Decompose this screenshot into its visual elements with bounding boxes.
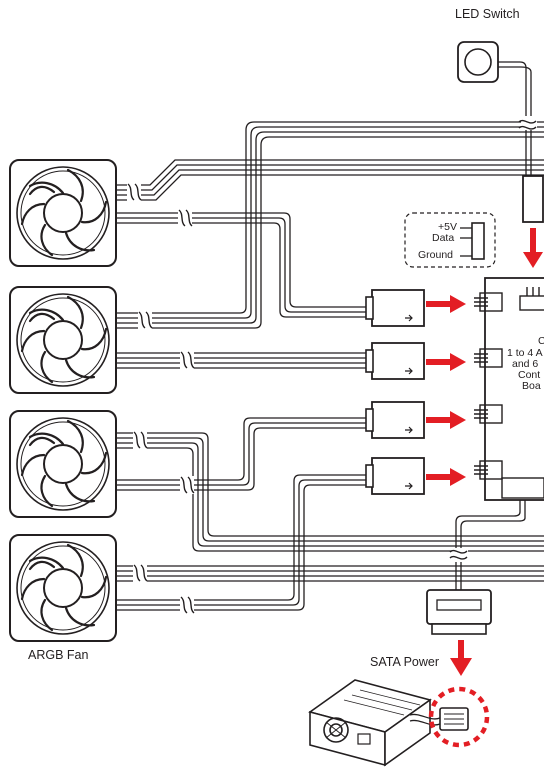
fan-icon bbox=[8, 533, 118, 643]
pin-label-5v: +5V bbox=[438, 221, 457, 233]
pin-callout bbox=[404, 212, 496, 268]
argb-connector-icon bbox=[365, 457, 425, 495]
arrow-down-icon bbox=[523, 228, 543, 268]
fan3-argb-cable bbox=[116, 417, 372, 491]
board-label-line-5: Boa bbox=[522, 380, 541, 392]
led-switch-icon bbox=[457, 41, 499, 83]
fan2-argb-cable bbox=[116, 352, 372, 369]
argb-connector-icon bbox=[365, 289, 425, 327]
fan4-argb-cable bbox=[116, 474, 372, 611]
fan-icon bbox=[8, 285, 118, 395]
argb-connector-icon bbox=[365, 401, 425, 439]
psu-icon bbox=[308, 679, 469, 767]
led-switch-plug bbox=[522, 175, 544, 223]
board-label-line-2: 1 to 4 A bbox=[507, 347, 543, 359]
pin-label-data: Data bbox=[432, 232, 455, 244]
highlight-circle bbox=[428, 686, 490, 748]
sata-power-label: SATA Power bbox=[370, 655, 440, 669]
led-switch-cable bbox=[498, 61, 532, 176]
arrow-right-icon bbox=[426, 295, 466, 313]
argb-connector-icon bbox=[365, 342, 425, 380]
fan1-chain-cable bbox=[116, 159, 544, 201]
fan2-chain-cable bbox=[116, 121, 544, 329]
argb-fan-label: ARGB Fan bbox=[28, 648, 89, 662]
sata-plug-icon bbox=[426, 589, 492, 635]
cable-bundles bbox=[116, 61, 544, 611]
arrow-right-icon bbox=[426, 468, 466, 486]
sata-cable bbox=[455, 498, 526, 592]
fan-icon bbox=[8, 409, 118, 519]
arrow-right-icon bbox=[426, 411, 466, 429]
board-label-line-3: and 6 bbox=[512, 358, 539, 370]
led-switch-label: LED Switch bbox=[455, 7, 520, 21]
fan-icon bbox=[8, 158, 118, 268]
fan1-argb-cable bbox=[116, 212, 372, 318]
controller-board bbox=[473, 277, 544, 501]
board-label-line-4: Cont bbox=[518, 369, 541, 381]
board-label-line-1: C bbox=[538, 335, 544, 347]
pin-label-ground: Ground bbox=[418, 249, 454, 261]
arrow-right-icon bbox=[426, 353, 466, 371]
arrow-down-icon bbox=[450, 640, 472, 676]
fan4-chain-cable bbox=[116, 565, 544, 582]
wire-breaks bbox=[127, 116, 537, 614]
